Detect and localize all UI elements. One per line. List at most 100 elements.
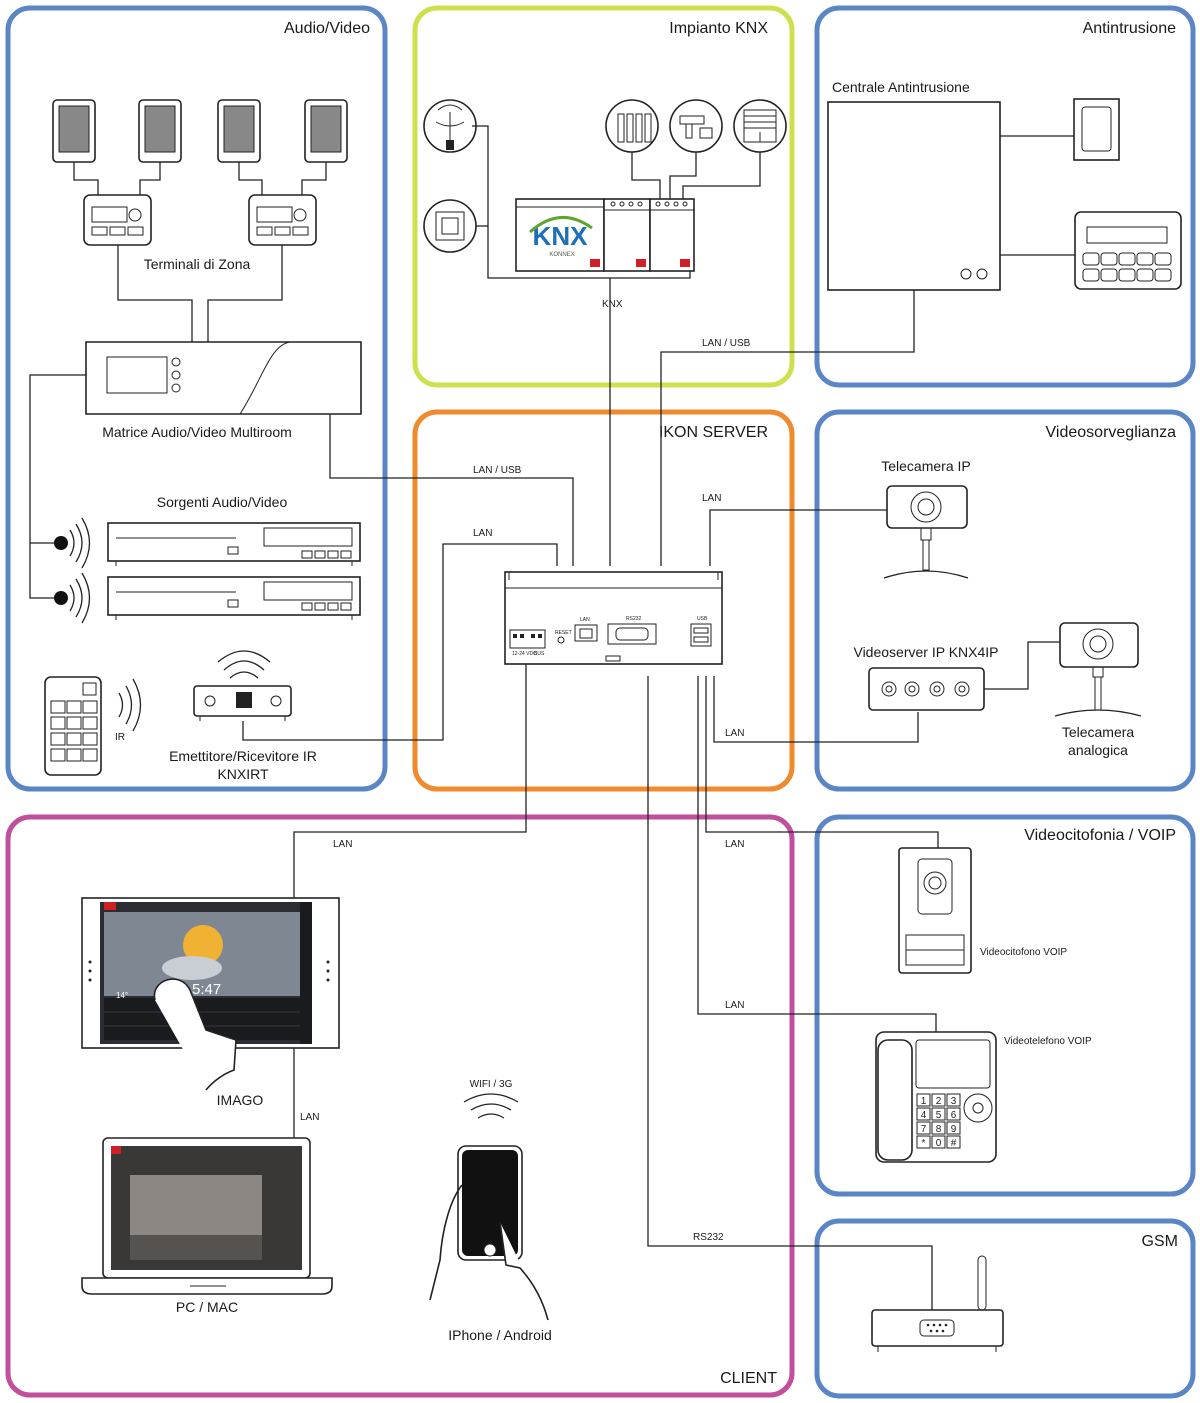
irrigation-tap-icon <box>669 99 723 153</box>
ir-transmitter-icon <box>54 517 91 569</box>
link-lan-ir <box>242 543 558 741</box>
keypad-key <box>946 1107 961 1121</box>
keypad-key <box>916 1135 931 1149</box>
keypad-key-label: 0 <box>936 1138 942 1149</box>
ir-transmitter-icon <box>54 572 91 624</box>
label-centrale: Centrale Antintrusione <box>832 79 970 95</box>
section-title-server: IKON SERVER <box>659 424 768 441</box>
link-label-lan-client: LAN <box>333 839 352 850</box>
ikon-server-device: 12-24 VDC BUS RESET LAN RS232 USB <box>504 571 723 665</box>
alarm-control-panel <box>827 101 1001 291</box>
label-telecamera-ip: Telecamera IP <box>881 458 970 474</box>
keypad-key-label: # <box>951 1138 957 1149</box>
video-doorphone-icon <box>898 847 972 974</box>
rs232-port <box>607 623 657 645</box>
usb-port <box>690 623 712 647</box>
analog-camera-icon <box>1054 622 1142 717</box>
zone-terminal <box>83 194 152 246</box>
label-matrice: Matrice Audio/Video Multiroom <box>102 424 292 440</box>
keypad-key <box>931 1107 946 1121</box>
label-videocitofono: Videocitofono VOIP <box>980 947 1067 958</box>
section-title-gsm: GSM <box>1142 1233 1178 1250</box>
frame-videocitofonia <box>814 814 1196 1197</box>
frame-gsm <box>814 1218 1196 1399</box>
knx-actuator <box>649 198 695 272</box>
speaker-icon <box>217 99 261 163</box>
link-lan-telefono <box>697 676 937 1032</box>
keypad-key-label: 3 <box>951 1096 957 1107</box>
tablet-clock: 5:47 <box>192 981 221 998</box>
keypad-key <box>916 1107 931 1121</box>
keypad-key-label: 5 <box>936 1110 942 1121</box>
keypad-key <box>916 1121 931 1135</box>
speakers <box>52 99 348 163</box>
port-label-reset: RESET <box>555 630 572 636</box>
frame-videosorveglianza <box>814 409 1196 792</box>
label-videoserver: Videoserver IP KNX4IP <box>853 644 998 660</box>
anemometer-icon <box>423 99 477 153</box>
section-title-antintrusione: Antintrusione <box>1083 20 1176 37</box>
section-title-videosorveglianza: Videosorveglianza <box>1046 424 1177 441</box>
link-label-lan-left: LAN <box>473 528 492 539</box>
keypad-key-label: * <box>922 1138 926 1149</box>
wifi-icon <box>463 1093 519 1119</box>
link-lan-videoserver <box>713 676 919 743</box>
motion-sensor-icon <box>1073 98 1120 161</box>
label-ir: IR <box>115 732 125 743</box>
label-pc-mac: PC / MAC <box>176 1299 238 1315</box>
radiator-valve-icon <box>605 99 659 153</box>
keypad-key-label: 4 <box>921 1110 927 1121</box>
port-label-power: 12-24 VDC <box>512 651 537 657</box>
gsm-modem-icon <box>871 1255 1004 1352</box>
keypad-key <box>931 1121 946 1135</box>
wall-switch-icon <box>423 199 477 253</box>
label-emettitore-2: KNXIRT <box>217 766 269 782</box>
speaker-icon <box>52 99 96 163</box>
power-bus-connector <box>509 629 546 649</box>
link-label-lan-telefono: LAN <box>725 1000 744 1011</box>
remote-control-icon <box>44 676 102 776</box>
av-source-player <box>107 576 361 620</box>
label-videotelefono: Videotelefono VOIP <box>1004 1036 1092 1047</box>
videoserver-device <box>868 667 985 711</box>
ir-emitter-receiver <box>193 650 292 721</box>
label-wifi: WIFI / 3G <box>470 1079 513 1090</box>
section-title-knx: Impianto KNX <box>669 20 768 37</box>
smartphone-icon <box>429 1145 549 1321</box>
tablet-temperature: 14° <box>116 991 128 1000</box>
keypad-key <box>946 1093 961 1107</box>
keypad-key <box>946 1135 961 1149</box>
keypad-key-label: 2 <box>936 1096 942 1107</box>
keypad-key-label: 8 <box>936 1124 942 1135</box>
konnex-text: KONNEX <box>549 252 574 258</box>
knx-module: KNX KONNEX <box>515 198 605 272</box>
link-lan-client <box>293 664 527 898</box>
link-label-rs232: RS232 <box>693 1232 724 1243</box>
frame-antintrusione <box>814 5 1196 388</box>
port-label-rs232: RS232 <box>626 616 642 622</box>
section-title-audio-video: Audio/Video <box>284 20 370 37</box>
ip-camera-icon <box>883 485 969 579</box>
keypad-key <box>931 1093 946 1107</box>
keypad-key <box>931 1135 946 1149</box>
label-telecamera-analogica-2: analogica <box>1068 742 1128 758</box>
imago-touch-panel: 5:47 14° <box>81 897 340 1091</box>
zone-terminal <box>248 194 317 246</box>
link-label-lan-citofono: LAN <box>725 839 744 850</box>
label-imago: IMAGO <box>217 1092 264 1108</box>
speaker-icon <box>138 99 182 163</box>
link-lan-citofono <box>705 676 939 848</box>
frame-client <box>5 814 795 1398</box>
label-emettitore-1: Emettitore/Ricevitore IR <box>169 748 317 764</box>
link-label-knx: KNX <box>602 299 623 310</box>
frame-knx <box>412 5 795 388</box>
link-label-lan-usb-left: LAN / USB <box>473 465 522 476</box>
link-label-lan-cam: LAN <box>702 493 721 504</box>
shutter-icon <box>733 99 787 153</box>
lan-port <box>574 624 598 642</box>
link-label-lan-pc: LAN <box>300 1112 319 1123</box>
keypad-key <box>916 1093 931 1107</box>
port-label-usb: USB <box>697 616 708 622</box>
